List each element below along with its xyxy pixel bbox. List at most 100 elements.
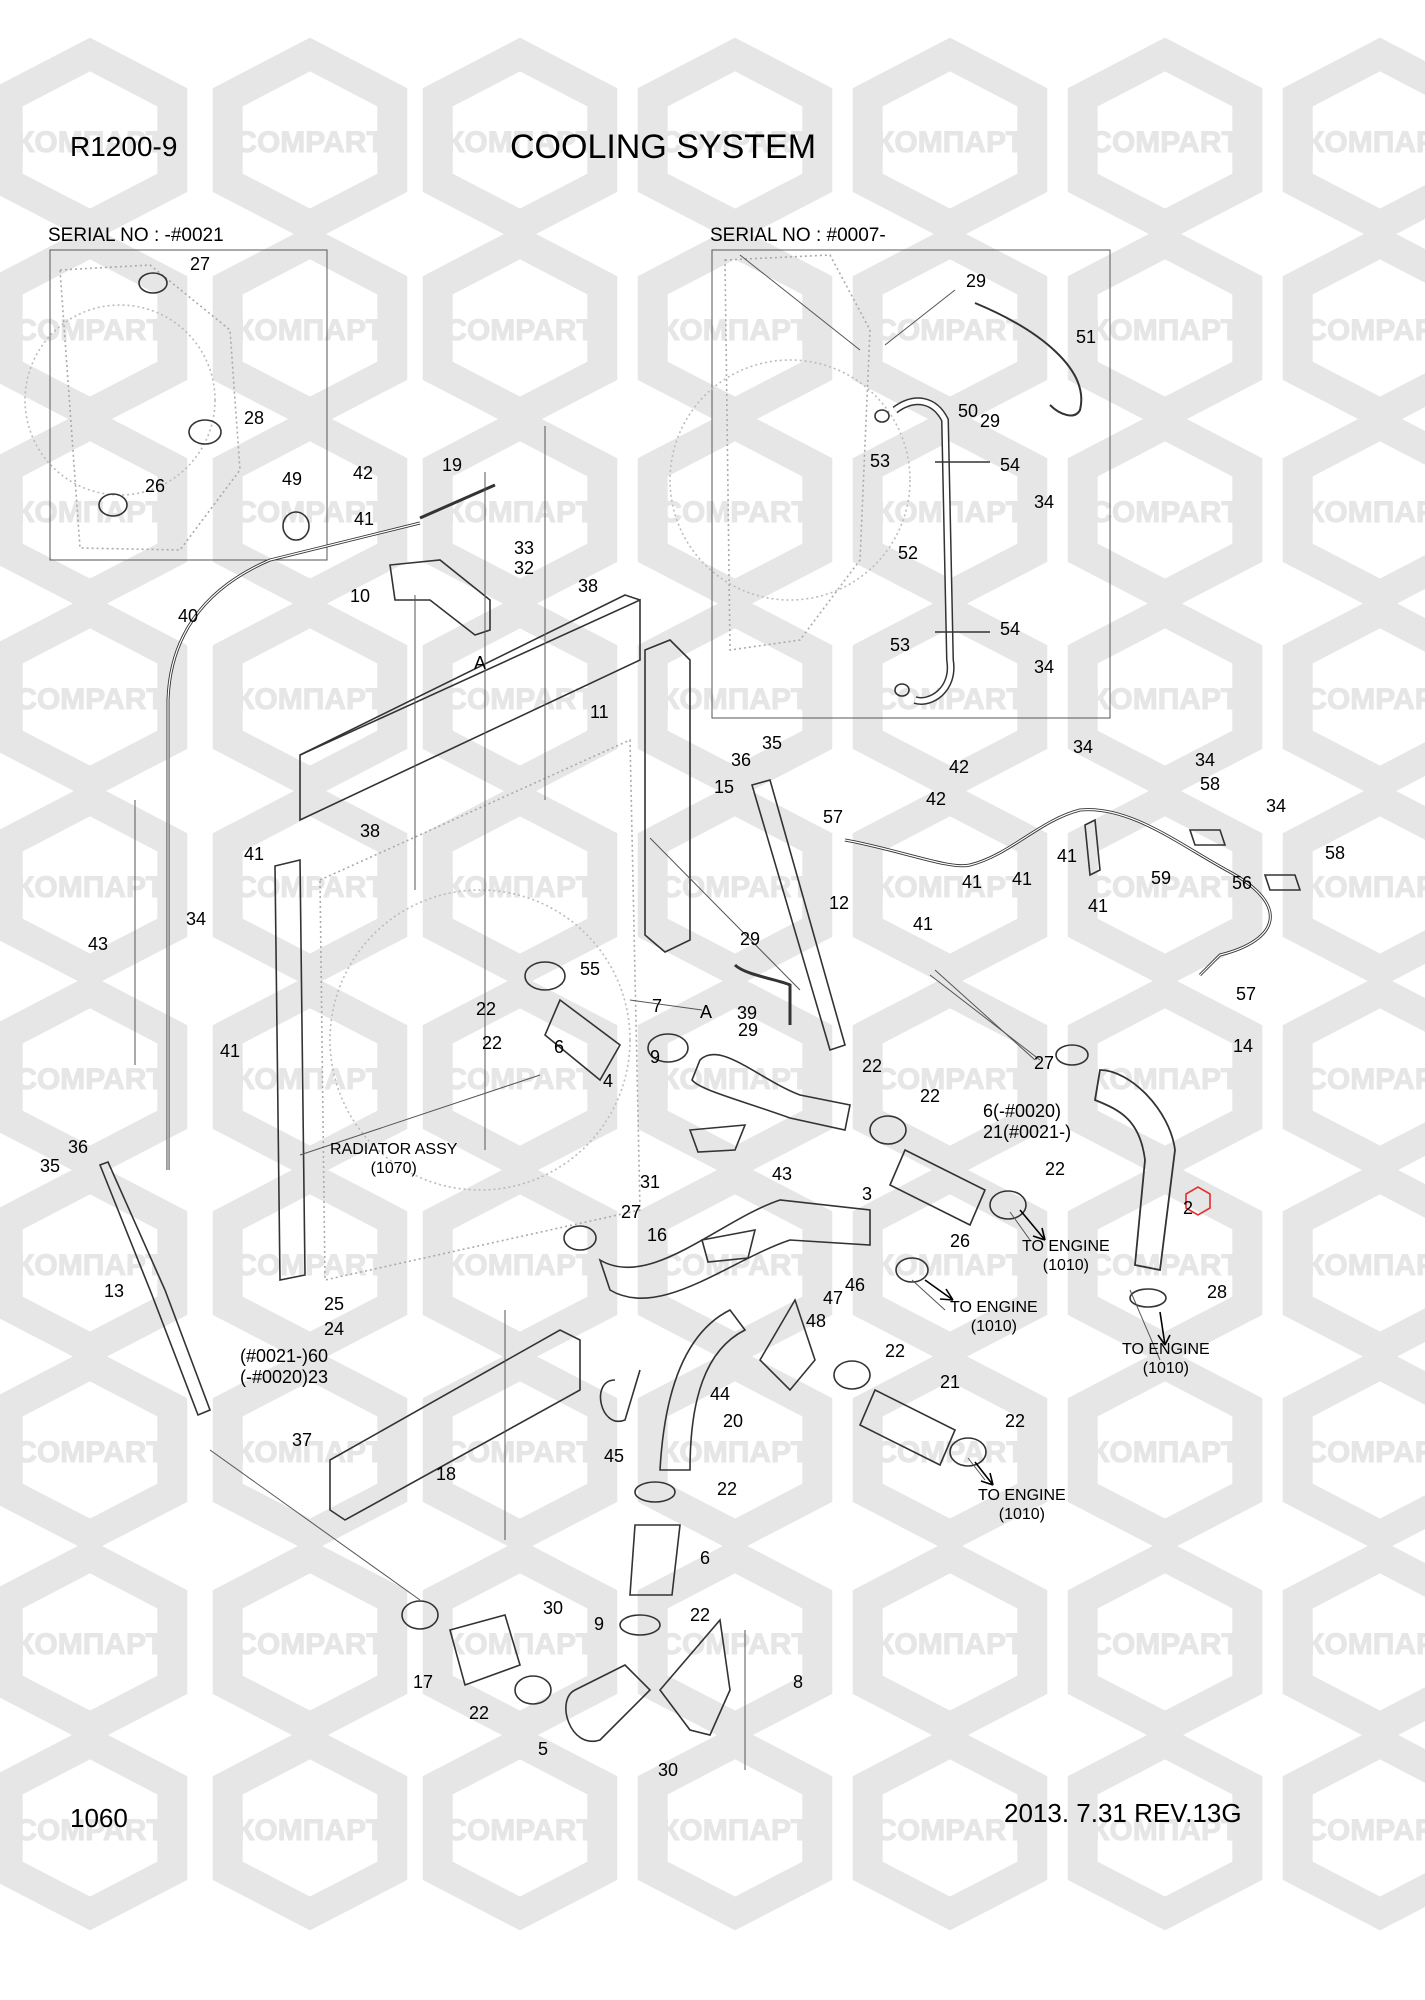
- watermark-tile: COMPART: [1067, 37, 1263, 243]
- callout-part-25: 25: [324, 1294, 345, 1314]
- pipe-3: [598, 1199, 871, 1300]
- serial-variant-6: 6(-#0020): [983, 1101, 1062, 1121]
- callout-part-41: 41: [244, 844, 265, 864]
- hose-52-inner: [893, 398, 954, 704]
- svg-text:КОМПАРТ: КОМПАРТ: [446, 1628, 594, 1661]
- bracket-16: [701, 1228, 757, 1263]
- svg-text:COMPART: COMPART: [875, 683, 1024, 716]
- callout-part-22: 22: [717, 1479, 738, 1499]
- radiator-label: RADIATOR ASSY(1070): [330, 1141, 458, 1177]
- model-number: R1200-9: [70, 131, 178, 162]
- svg-text:КОМПАРТ: КОМПАРТ: [446, 126, 594, 159]
- svg-text:COMPART: COMPART: [1305, 683, 1425, 716]
- callout-part-22: 22: [469, 1703, 490, 1723]
- svg-text:COMPART: COMPART: [445, 1436, 594, 1469]
- radiator-assy: [319, 738, 641, 1281]
- callout-part-34: 34: [1034, 492, 1055, 512]
- svg-text:КОМПАРТ: КОМПАРТ: [1306, 1249, 1425, 1282]
- svg-text:COMPART: COMPART: [15, 683, 164, 716]
- elbow-5: [565, 1664, 652, 1743]
- callout-part-19: 19: [442, 455, 463, 475]
- watermark-tile: COMPART: [0, 1347, 188, 1553]
- svg-text:КОМПАРТ: КОМПАРТ: [1091, 683, 1239, 716]
- watermark-tile: COMPART: [1067, 407, 1263, 613]
- bracket-58a: [1188, 829, 1227, 846]
- to-engine-label-4: TO ENGINE(1010): [978, 1487, 1066, 1523]
- svg-text:КОМПАРТ: КОМПАРТ: [876, 1249, 1024, 1282]
- bar-18: [329, 1329, 581, 1521]
- callout-part-32: 32: [514, 558, 535, 578]
- callout-part-30: 30: [543, 1598, 564, 1618]
- watermark-tile: COMPART: [852, 225, 1048, 431]
- arrows-to-engine: [924, 1209, 1171, 1486]
- callout-part-29: 29: [966, 271, 987, 291]
- callout-part-5: 5: [538, 1739, 549, 1759]
- callout-part-57: 57: [823, 807, 844, 827]
- svg-text:COMPART: COMPART: [660, 1628, 809, 1661]
- watermark-tile: КОМПАРТ: [422, 37, 618, 243]
- callout-part-41: 41: [962, 872, 983, 892]
- bar-15: [644, 639, 691, 953]
- watermark-tile: COMPART: [1067, 1539, 1263, 1745]
- watermark-tile: COMPART: [1067, 782, 1263, 988]
- watermark-tile: КОМПАРТ: [852, 1539, 1048, 1745]
- watermark-tile: COMPART: [637, 407, 833, 613]
- bracket-44: [758, 1298, 816, 1392]
- bar-13: [98, 1160, 212, 1417]
- clamp-49-inset: [282, 511, 310, 541]
- svg-text:COMPART: COMPART: [660, 496, 809, 529]
- svg-text:COMPART: COMPART: [1305, 314, 1425, 347]
- watermark-tile: КОМПАРТ: [637, 594, 833, 800]
- callout-part-22: 22: [690, 1605, 711, 1625]
- callout-part-41: 41: [220, 1041, 241, 1061]
- pipe-4: [691, 1053, 851, 1131]
- bracket-9: [688, 1124, 747, 1153]
- clamp-22-h: [401, 1600, 439, 1630]
- watermark-tile: КОМПАРТ: [422, 1539, 618, 1745]
- callout-part-10: 10: [350, 586, 371, 606]
- svg-text:COMPART: COMPART: [15, 1063, 164, 1096]
- svg-text:КОМПАРТ: КОМПАРТ: [16, 126, 164, 159]
- watermark-tile: КОМПАРТ: [1282, 782, 1425, 988]
- callout-part-34: 34: [1266, 796, 1287, 816]
- svg-text:КОМПАРТ: КОМПАРТ: [661, 1063, 809, 1096]
- callout-part-50: 50: [958, 401, 979, 421]
- clamp-22-i: [514, 1675, 552, 1705]
- rod-19: [419, 483, 496, 520]
- watermark-tile: КОМПАРТ: [0, 1160, 188, 1366]
- bar-12: [751, 779, 846, 1052]
- callout-part-42: 42: [949, 757, 970, 777]
- fan-left: [24, 304, 216, 496]
- svg-text:COMPART: COMPART: [1090, 126, 1239, 159]
- callout-part-55: 55: [580, 959, 601, 979]
- watermark-tile: COMPART: [852, 594, 1048, 800]
- watermark-tile: COMPART: [0, 974, 188, 1180]
- watermark-tile: КОМПАРТ: [637, 1347, 833, 1553]
- bracket-58b: [1263, 874, 1302, 891]
- svg-text:КОМПАРТ: КОМПАРТ: [661, 683, 809, 716]
- watermark-tile: COMPART: [212, 37, 408, 243]
- watermark-tile: КОМПАРТ: [0, 37, 188, 243]
- watermark-tile: КОМПАРТ: [852, 37, 1048, 243]
- watermark-tile: КОМПАРТ: [0, 782, 188, 988]
- svg-text:КОМПАРТ: КОМПАРТ: [1306, 126, 1425, 159]
- clamp-27-lower: [563, 1225, 597, 1251]
- callout-part-59: 59: [1151, 868, 1172, 888]
- watermark-tile: COMPART: [1282, 1725, 1425, 1931]
- svg-text:КОМПАРТ: КОМПАРТ: [16, 1249, 164, 1282]
- watermark-tile: КОМПАРТ: [1067, 225, 1263, 431]
- callout-part-52: 52: [898, 543, 919, 563]
- callout-part-53: 53: [870, 451, 891, 471]
- callout-part-45: 45: [604, 1446, 625, 1466]
- callout-part-6: 6: [554, 1037, 565, 1057]
- callout-part-22: 22: [1045, 1159, 1066, 1179]
- callout-part-24: 24: [324, 1319, 345, 1339]
- watermark-tile: COMPART: [637, 1160, 833, 1366]
- callout-part-18: 18: [436, 1464, 457, 1484]
- svg-text:КОМПАРТ: КОМПАРТ: [661, 1814, 809, 1847]
- fan-right: [669, 359, 911, 601]
- callout-part-2: 2: [1183, 1198, 1194, 1218]
- watermark-tile: КОМПАРТ: [1282, 1539, 1425, 1745]
- watermark-tile: КОМПАРТ: [637, 974, 833, 1180]
- svg-text:COMPART: COMPART: [660, 871, 809, 904]
